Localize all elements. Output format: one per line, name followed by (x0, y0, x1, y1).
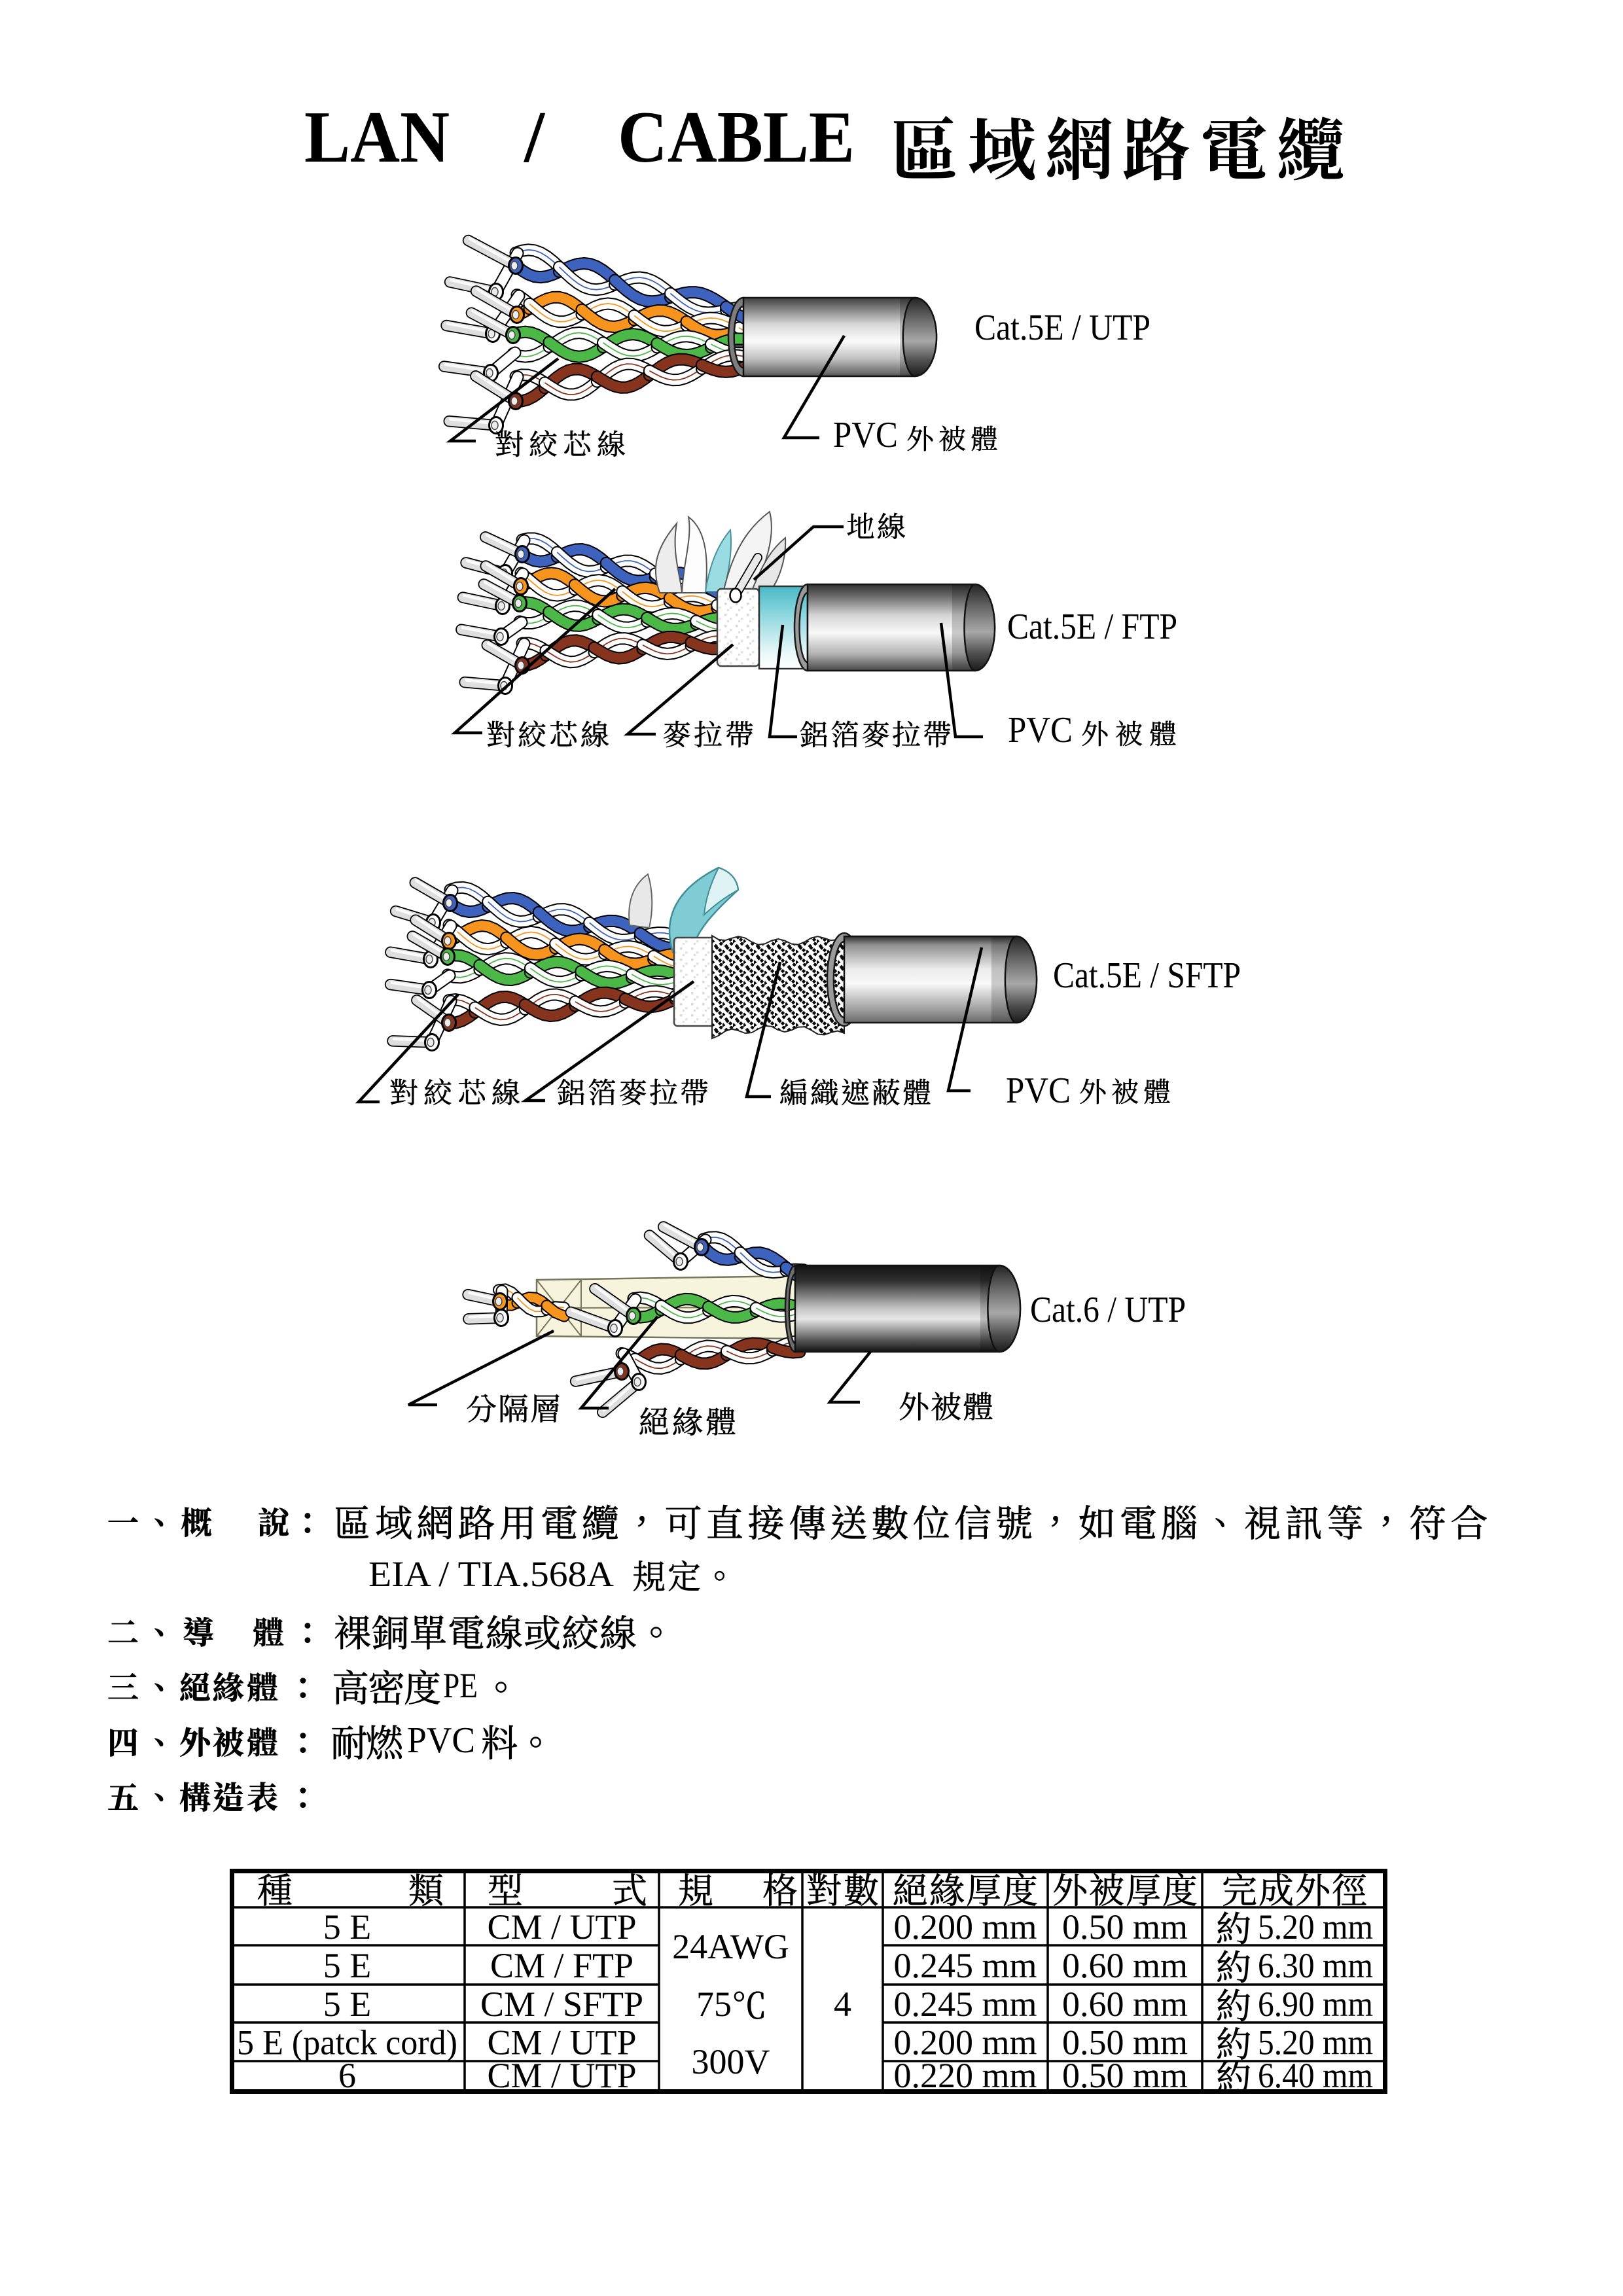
svg-text:0.60 mm: 0.60 mm (1062, 1985, 1188, 2024)
svg-text:PE: PE (443, 1666, 478, 1705)
svg-text:24AWG: 24AWG (672, 1927, 789, 1966)
svg-text:0.200 mm: 0.200 mm (893, 2023, 1037, 2062)
svg-text:0.50 mm: 0.50 mm (1062, 2023, 1188, 2062)
svg-text:0.50 mm: 0.50 mm (1062, 2056, 1188, 2095)
svg-text:5 E: 5 E (323, 1907, 372, 1947)
svg-text:Cat.5E / FTP: Cat.5E / FTP (1007, 607, 1177, 647)
svg-text:300V: 300V (692, 2042, 770, 2081)
svg-text:CM / SFTP: CM / SFTP (480, 1985, 643, 2024)
svg-text:PVC: PVC (1008, 710, 1073, 751)
svg-text:EIA / TIA.568A: EIA / TIA.568A (368, 1554, 614, 1594)
svg-text:5.20 mm: 5.20 mm (1258, 2023, 1373, 2062)
svg-text:/: / (523, 97, 546, 178)
svg-text:PVC: PVC (407, 1720, 475, 1761)
svg-text:0.50 mm: 0.50 mm (1062, 1907, 1188, 1947)
svg-text:CM / FTP: CM / FTP (490, 1946, 633, 1985)
svg-text:PVC: PVC (833, 415, 898, 455)
svg-text:4: 4 (834, 1985, 851, 2024)
svg-text:Cat.6 / UTP: Cat.6 / UTP (1030, 1290, 1186, 1330)
svg-text:CM / UTP: CM / UTP (487, 1907, 636, 1947)
svg-text:5.20 mm: 5.20 mm (1258, 1907, 1373, 1947)
svg-text:6.40 mm: 6.40 mm (1258, 2056, 1373, 2095)
svg-text:6: 6 (338, 2056, 356, 2095)
svg-text:CM / UTP: CM / UTP (487, 2056, 636, 2095)
svg-text:6.90 mm: 6.90 mm (1258, 1985, 1373, 2024)
svg-text:0.60 mm: 0.60 mm (1062, 1946, 1188, 1985)
svg-text:CM / UTP: CM / UTP (487, 2023, 636, 2062)
svg-text:6.30 mm: 6.30 mm (1258, 1946, 1373, 1985)
svg-text:0.245 mm: 0.245 mm (893, 1985, 1037, 2024)
svg-text:5 E (patck cord): 5 E (patck cord) (237, 2023, 457, 2062)
svg-text:5 E: 5 E (323, 1985, 372, 2024)
svg-text:0.245 mm: 0.245 mm (893, 1946, 1037, 1985)
svg-text:5 E: 5 E (323, 1946, 372, 1985)
svg-text:Cat.5E / SFTP: Cat.5E / SFTP (1053, 955, 1241, 996)
svg-text:CABLE: CABLE (618, 97, 855, 178)
svg-text:0.200 mm: 0.200 mm (893, 1907, 1037, 1947)
svg-text:0.220 mm: 0.220 mm (893, 2056, 1037, 2095)
svg-text:Cat.5E / UTP: Cat.5E / UTP (974, 308, 1150, 348)
svg-text:LAN: LAN (304, 97, 450, 178)
svg-text:PVC: PVC (1006, 1070, 1071, 1111)
svg-text:75: 75 (696, 1985, 732, 2024)
